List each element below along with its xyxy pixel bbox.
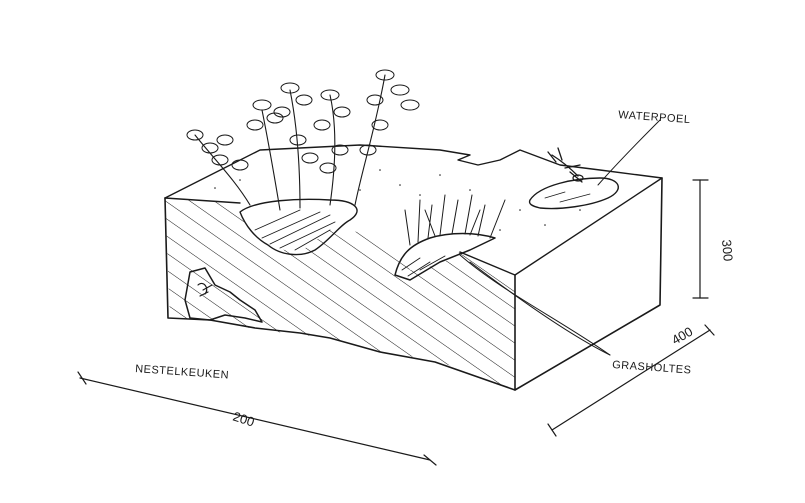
top-pond-left [239, 198, 358, 256]
soil-texture [214, 169, 581, 231]
grass-tuft [394, 194, 506, 281]
plants [186, 69, 420, 211]
label-grasholtes: GRASHOLTES [612, 359, 692, 377]
dimension-height: 300 [719, 239, 736, 262]
water-pool [528, 177, 619, 210]
dimension-lines [77, 179, 715, 466]
insect-icon [547, 147, 584, 183]
label-waterpool: WATERPOEL [618, 109, 691, 126]
label-nestkeuken: NESTELKEUKEN [135, 363, 230, 382]
dimension-width: 200 [231, 409, 256, 430]
leader-lines [459, 119, 661, 356]
nest-cavity [184, 267, 263, 323]
dimension-depth: 400 [669, 324, 695, 348]
block-right-face [459, 177, 663, 391]
